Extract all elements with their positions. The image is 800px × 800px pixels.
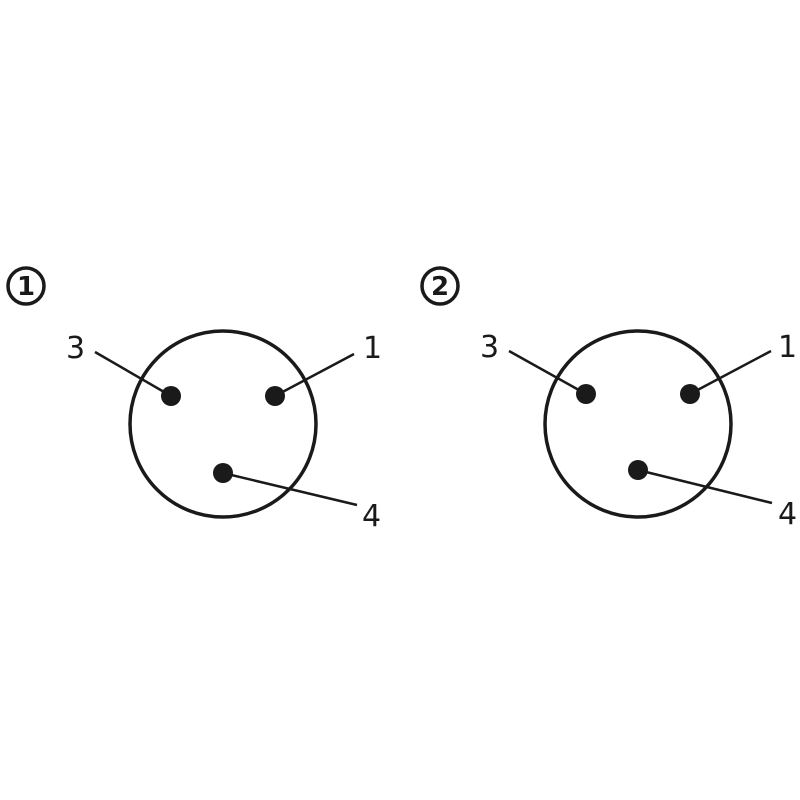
connector-2-badge-number: 2 [431, 272, 449, 302]
connector-1-housing [128, 329, 318, 519]
connector-1-pin-3-label: 3 [66, 331, 85, 366]
connector-1-leader-3 [94, 350, 172, 398]
connector-1-pin-4-label: 4 [362, 499, 381, 534]
connector-2-badge: 2 [420, 266, 460, 306]
connector-1-pin-1-label: 1 [363, 331, 382, 366]
connector-2-leader-1 [689, 349, 772, 396]
connector-2-pin-4-label: 4 [778, 497, 797, 532]
connector-1-badge-number: 1 [17, 272, 35, 302]
connector-2: 2 1 3 4 [420, 266, 797, 532]
connector-2-leader-3 [508, 349, 587, 396]
connector-1-badge: 1 [6, 266, 46, 306]
connector-1-leader-1 [274, 352, 355, 398]
connector-2-pin-1-label: 1 [778, 330, 797, 365]
connector-1-leader-4 [222, 471, 358, 507]
connector-2-leader-4 [637, 468, 773, 505]
connector-2-pin-3-label: 3 [480, 330, 499, 365]
connector-2-housing [543, 329, 733, 519]
connector-1: 1 1 3 4 [6, 266, 382, 534]
